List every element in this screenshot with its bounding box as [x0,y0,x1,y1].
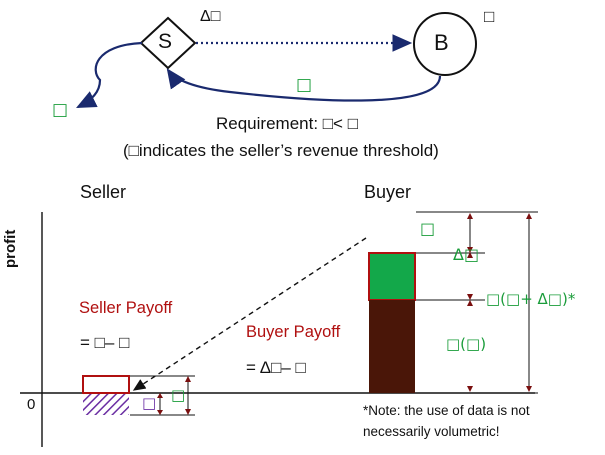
buyer-full-arrow-up [526,213,532,219]
seller-title: Seller [80,182,127,202]
seller-hatched-bar [83,394,129,415]
buyer-payoff-title: Buyer Payoff [246,323,341,341]
buyer-node-circle [413,12,477,76]
y-axis-label: profit [2,229,19,268]
buyer-delta-arrow-down [467,294,473,300]
buyer-top-arrow-up [467,213,473,219]
threshold-explanation: (□indicates the seller’s revenue thresho… [123,141,439,160]
seller-node-diamond [139,16,197,70]
buyer-title: Buyer [364,182,412,202]
note-line-2: necessarily volumetric! [363,424,500,439]
buyer-delta-arrow-up [467,252,473,258]
buyer-lower-label: □(□) [446,335,487,353]
buyer-lower-arrow-down [467,386,473,392]
buyer-side-label: □ [484,7,495,26]
buyer-mid-label: □(□+ Δ□)* [486,290,576,308]
buyer-brown-bar [369,300,415,393]
seller-purple-label: □ [142,394,157,412]
buyer-node-label: B [434,30,449,55]
buyer-payoff-formula: = Δ□– □ [246,358,306,377]
seller-payoff-bar [82,375,130,394]
seller-purple-arrow-up [157,393,163,398]
seller-node-label: S [158,30,173,53]
seller-green-arrow-down [185,409,191,415]
note-line-1: *Note: the use of data is not [363,403,530,418]
buyer-full-arrow-down [526,386,532,392]
delta-data-label: Δ□ [200,8,221,25]
seller-green-label: □ [171,386,186,404]
buyer-top-label: □ [420,219,436,238]
seller-payoff-formula: = □– □ [80,333,130,352]
transfer-dashed-arrow [132,237,367,391]
buyer-green-bar [368,252,416,301]
zero-label: 0 [27,396,36,413]
seller-payoff-title: Seller Payoff [79,299,173,317]
buyer-delta-label: Δ□ [453,245,480,264]
buyer-lower-arrow-up [467,300,473,306]
threshold-arrow [76,41,143,108]
buyer-top-arrow-down [467,247,473,253]
threshold-label: □ [52,100,69,120]
payment-arrow [166,68,442,102]
requirement-text: Requirement: □< □ [216,114,358,133]
seller-green-arrow-up [185,376,191,382]
seller-purple-arrow-down [157,410,163,415]
payment-label: □ [296,75,313,95]
